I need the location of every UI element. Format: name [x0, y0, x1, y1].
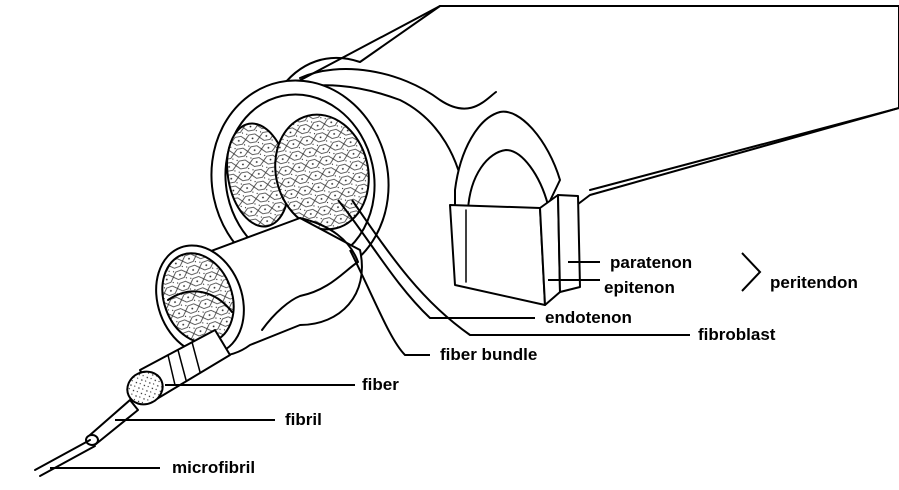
microfibril-label: microfibril: [172, 458, 255, 477]
fibroblast-label: fibroblast: [698, 325, 776, 344]
endotenon-label: endotenon: [545, 308, 632, 327]
fibril-strand: [86, 400, 138, 445]
peritendon-bracket: [742, 253, 760, 291]
paratenon-label: paratenon: [610, 253, 692, 272]
leader-lines: [50, 200, 760, 468]
peritendon-label: peritendon: [770, 273, 858, 292]
fiber-bundle-cylinder: [141, 218, 362, 367]
fiber-label: fiber: [362, 375, 399, 394]
epitenon-label: epitenon: [604, 278, 675, 297]
microfibril-strand: [35, 440, 95, 476]
fiber-cylinder: [122, 330, 230, 410]
fiber-bundle-label: fiber bundle: [440, 345, 537, 364]
fibril-label: fibril: [285, 410, 322, 429]
